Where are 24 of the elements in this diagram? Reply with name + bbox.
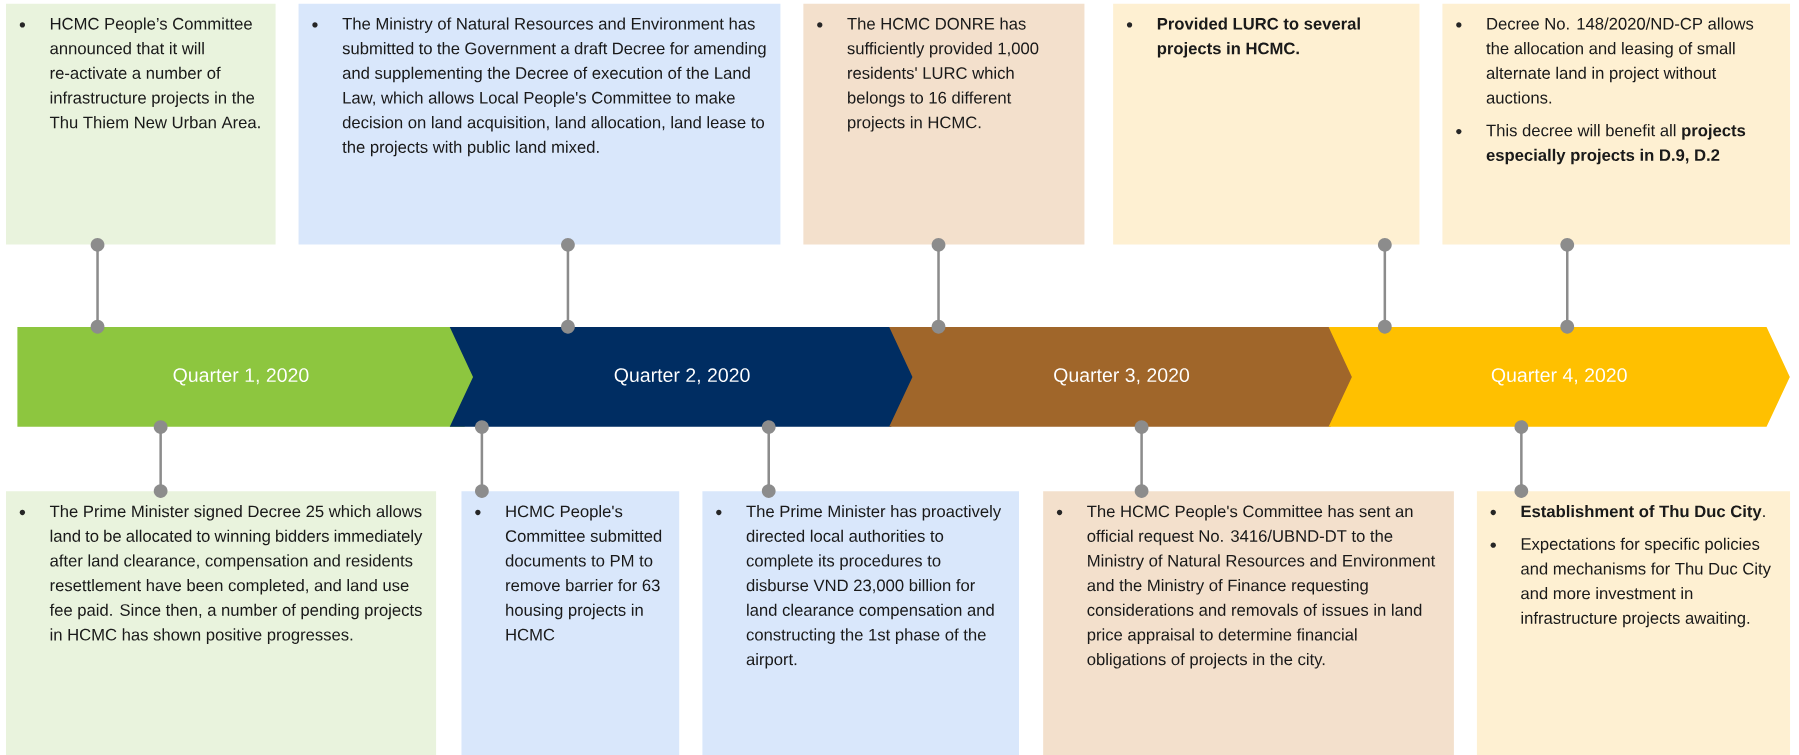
lollipop-connector <box>1514 420 1529 498</box>
text-box: The Prime Minister signed Decree 25 which allows land to be allocated to winning bidders immediately after land clearance, compensation and residents resettlement have been completed, and land use fee paid. Since then, a number of pending projects in HCMC has shown positive progresses. <box>6 491 437 755</box>
text-box: The HCMC DONRE has sufficiently provided 1,000 residents' LURC which belongs to 16 different projects in HCMC. <box>803 3 1085 245</box>
text-box: HCMC People's Committee submitted documents to PM to remove barrier for 63 housing projects in HCMC <box>461 491 680 755</box>
text-box: Decree No. 148/2020/ND-CP allows the allocation and leasing of small alternate land in project without auctions. This decree will benefit all projects especially projects in D.9, D.2 <box>1442 3 1791 245</box>
text-box: Establishment of Thu Duc City. Expectations for specific policies and mechanisms for Thu Duc City and more investment in infrastructure projects awaiting. <box>1476 491 1791 755</box>
lollipop-connector <box>90 237 105 334</box>
lollipop-connector <box>153 420 168 498</box>
lollipop-connector <box>761 420 776 498</box>
text-box: The HCMC People's Committee has sent an official request No. 3416/UBND-DT to the Ministry of Natural Resources and Environment and the Ministry of Finance requesting considerations and removals of issues in land price appraisal to determine financial obligations of projects in the city. <box>1043 491 1454 755</box>
text-box: Provided LURC to several projects in HCMC. <box>1113 3 1420 245</box>
lollipop-connector <box>1560 237 1575 334</box>
lollipop-connector <box>475 420 489 498</box>
timeline-segment: Quarter 3, 2020 <box>889 327 1354 427</box>
lollipop-connector <box>1134 420 1149 498</box>
lollipop-connector <box>561 237 575 334</box>
text-box: HCMC People’s Committee announced that it will re-activate a number of infrastructure projects in the Thu Thiem New Urban Area. <box>6 3 276 245</box>
timeline-segment: Quarter 1, 2020 <box>17 327 488 427</box>
lollipop-connector <box>1377 237 1392 334</box>
timeline-segment: Quarter 4, 2020 <box>1328 327 1790 427</box>
text-box: The Prime Minister has proactively directed local authorities to complete its procedures to disburse VND 23,000 billion for land clearance compensation and constructing the 1st phase of the airport. <box>702 491 1020 755</box>
lollipop-connector <box>931 237 946 334</box>
timeline-segment: Quarter 2, 2020 <box>449 327 915 427</box>
text-box: The Ministry of Natural Resources and Environment has submitted to the Government a draft Decree for amending and supplementing the Decree of execution of the Land Law, which allows Local People's Committee to make decision on land acquisition, land allocation, land lease to the projects with public land mixed. <box>298 3 781 245</box>
